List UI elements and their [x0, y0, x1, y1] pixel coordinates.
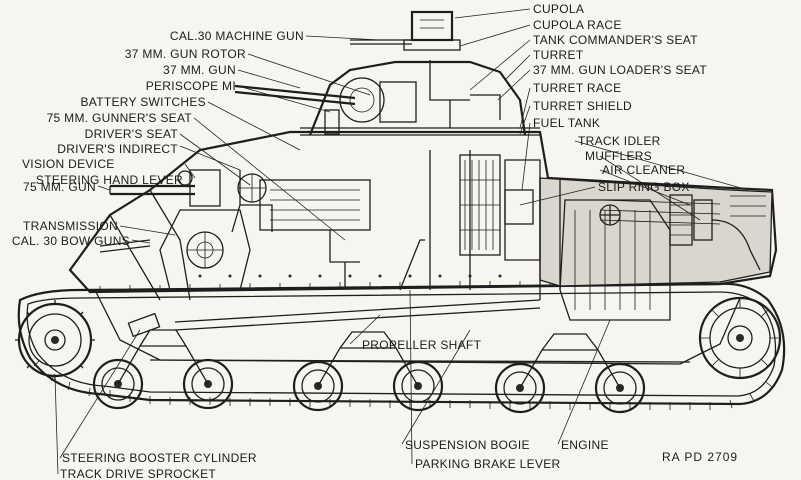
fuel-tank-part — [504, 159, 541, 261]
label-turret: TURRET — [533, 48, 584, 62]
label-bow-guns: CAL. 30 BOW GUNS — [12, 234, 130, 248]
road-wheel-5 — [494, 362, 546, 414]
leader-lines — [54, 8, 749, 475]
loader-seat — [470, 94, 501, 120]
label-drivers-indirect: DRIVER'S INDIRECT — [57, 142, 178, 156]
bow-gun-barrel — [99, 239, 151, 253]
label-air-cleaner: AIR CLEANER — [602, 163, 685, 177]
propeller-shaft-part — [174, 299, 541, 331]
label-suspension-bogie: SUSPENSION BOGIE — [405, 438, 530, 452]
label-drivers-seat: DRIVER'S SEAT — [85, 127, 179, 141]
label-engine: ENGINE — [561, 438, 609, 452]
label-gun-loaders-seat: 37 MM. GUN LOADER'S SEAT — [533, 63, 707, 77]
label-track-drive-sprocket: TRACK DRIVE SPROCKET — [60, 467, 216, 480]
label-vision-device: VISION DEVICE — [22, 157, 115, 171]
label-slip-ring-box: SLIP RING BOX — [598, 180, 690, 194]
turret-assembly — [234, 10, 540, 136]
gunner-seat — [329, 230, 360, 288]
commander-seat — [429, 60, 470, 128]
transmission-housing — [159, 209, 251, 291]
rivets — [198, 274, 502, 278]
label-battery-switches: BATTERY SWITCHES — [81, 95, 207, 109]
track-shoes — [33, 279, 773, 410]
label-cal30-machine-gun: CAL.30 MACHINE GUN — [170, 29, 304, 43]
label-turret-shield: TURRET SHIELD — [533, 99, 632, 113]
hull — [68, 130, 778, 365]
drivers-seat-frame — [231, 170, 273, 233]
label-periscope: PERISCOPE MI — [146, 79, 236, 93]
bogie-brackets — [117, 329, 621, 389]
slip-ring-box-part — [504, 189, 534, 225]
label-gun-75mm: 75 MM. GUN — [23, 180, 96, 194]
cupola-machine-gun — [350, 39, 412, 45]
label-mufflers: MUFFLERS — [585, 149, 652, 163]
interior — [99, 150, 761, 338]
label-propeller-shaft: PROPELLER SHAFT — [362, 338, 482, 352]
parking-brake-lever-part — [399, 239, 425, 291]
muffler-pipe — [711, 219, 761, 271]
label-gunner-seat-75mm: 75 MM. GUNNER'S SEAT — [47, 111, 193, 125]
label-steering-hand-lever: STEERING HAND LEVER — [36, 173, 183, 187]
label-cupola: CUPOLA — [533, 2, 584, 16]
road-wheels — [92, 358, 646, 414]
figure-code: RA PD 2709 — [662, 450, 738, 464]
label-cupola-race: CUPOLA RACE — [533, 18, 622, 32]
turret-basket-post — [429, 150, 471, 290]
gun-75mm-barrel — [109, 169, 221, 207]
label-steering-booster-cylinder: STEERING BOOSTER CYLINDER — [62, 451, 257, 465]
track-idler-wheel — [698, 296, 782, 380]
ammo-rack — [459, 154, 501, 256]
label-fuel-tank: FUEL TANK — [533, 116, 600, 130]
label-tank-commanders-seat: TANK COMMANDER'S SEAT — [533, 33, 698, 47]
cupola-part — [403, 10, 461, 51]
label-transmission: TRANSMISSION — [23, 219, 118, 233]
gun-75mm-breech — [237, 173, 371, 231]
label-turret-race: TURRET RACE — [533, 81, 621, 95]
label-parking-brake-lever: PARKING BRAKE LEVER — [415, 457, 561, 471]
label-track-idler: TRACK IDLER — [578, 134, 661, 148]
periscope-part — [324, 109, 340, 135]
gun-37mm-part — [234, 77, 417, 123]
label-gun-37mm: 37 MM. GUN — [163, 63, 236, 77]
steering-booster — [127, 312, 161, 338]
label-gun-rotor-37mm: 37 MM. GUN ROTOR — [125, 47, 246, 61]
drive-sprocket — [15, 300, 95, 380]
engine-block — [559, 199, 671, 321]
road-wheel-3 — [292, 360, 344, 412]
labels: CUPOLA CUPOLA RACE TANK COMMANDER'S SEAT… — [12, 2, 738, 480]
